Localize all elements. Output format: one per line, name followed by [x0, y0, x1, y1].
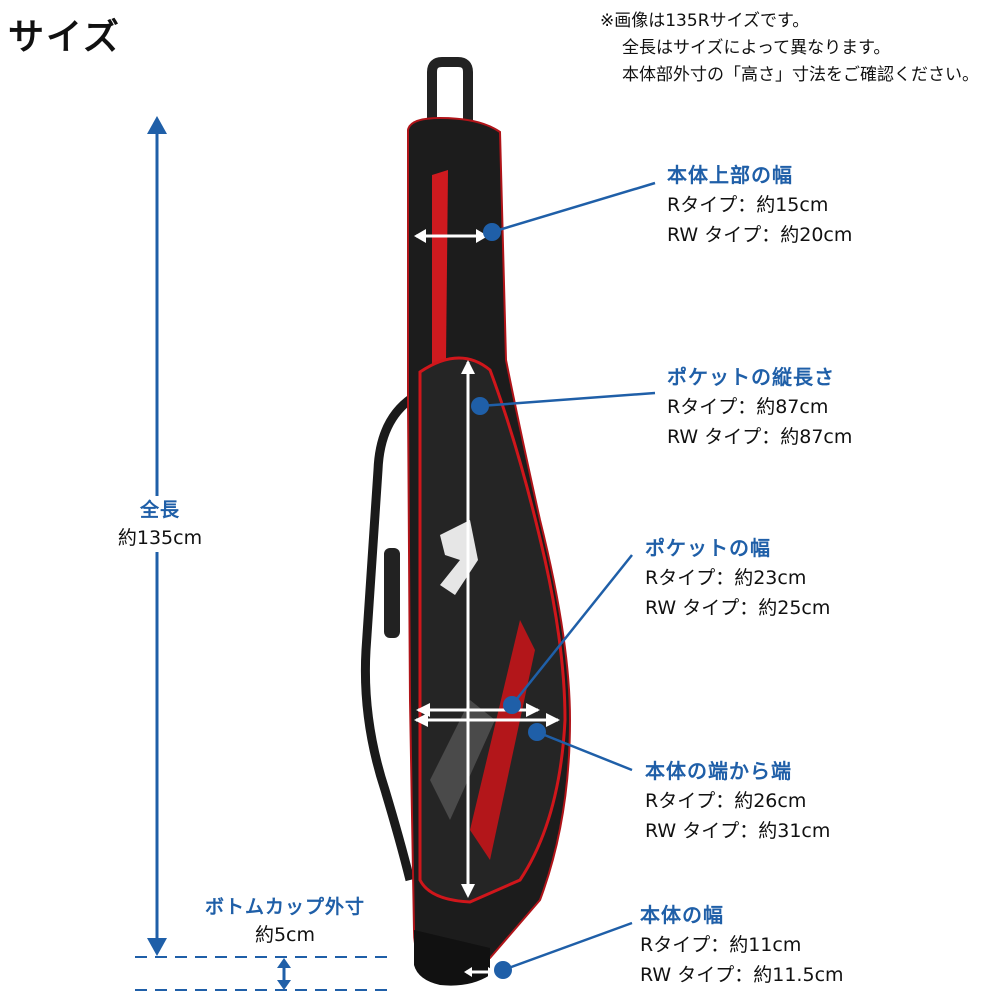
- spec-label: ポケットの縦長さ: [667, 365, 835, 389]
- total-length-title: 全長: [139, 499, 180, 521]
- spec-rw-type: RW タイプ：約31cm: [645, 820, 831, 842]
- shoulder-strap: [360, 394, 415, 882]
- spec-rw-type: RW タイプ：約25cm: [645, 597, 831, 619]
- total-length-value: 約135cm: [117, 527, 203, 549]
- spec-label: 本体上部の幅: [667, 163, 793, 187]
- side-grip: [384, 548, 400, 638]
- spec-rw-type: RW タイプ：約11.5cm: [640, 964, 844, 986]
- spec-label: 本体の端から端: [645, 759, 792, 783]
- spec-top-width: 本体上部の幅 Rタイプ：約15cm RW タイプ：約20cm: [667, 160, 852, 250]
- top-width-arrow: [414, 229, 488, 243]
- bottom-cup-value: 約5cm: [254, 924, 316, 946]
- pocket-pattern: [430, 700, 495, 820]
- spec-r-type: Rタイプ：約87cm: [667, 396, 829, 418]
- page-title: サイズ: [8, 17, 121, 58]
- spec-r-type: Rタイプ：約15cm: [667, 194, 829, 216]
- pocket-length-arrow: [461, 360, 475, 898]
- note-line-1: ※画像は135Rサイズです。: [600, 11, 810, 31]
- spec-body-width: 本体の幅 Rタイプ：約11cm RW タイプ：約11.5cm: [640, 900, 844, 990]
- spec-pocket-length: ポケットの縦長さ Rタイプ：約87cm RW タイプ：約87cm: [667, 362, 852, 452]
- pocket-accent: [470, 620, 535, 860]
- top-handle: [427, 57, 473, 125]
- spec-rw-type: RW タイプ：約87cm: [667, 426, 853, 448]
- red-stripe: [432, 170, 448, 365]
- image-note: ※画像は135Rサイズです。 全長はサイズによって異なります。 本体部外寸の「高…: [600, 8, 979, 89]
- bottom-cup-guides: [135, 956, 392, 991]
- note-line-3: 本体部外寸の「高さ」寸法をご確認ください。: [622, 65, 979, 85]
- spec-pocket-width: ポケットの幅 Rタイプ：約23cm RW タイプ：約25cm: [645, 533, 830, 623]
- spec-r-type: Rタイプ：約26cm: [645, 790, 807, 812]
- spec-edge-to-edge: 本体の端から端 Rタイプ：約26cm RW タイプ：約31cm: [645, 756, 830, 846]
- total-length-label: 全長 約135cm: [105, 496, 215, 552]
- spec-rw-type: RW タイプ：約20cm: [667, 224, 853, 246]
- spec-r-type: Rタイプ：約11cm: [640, 934, 802, 956]
- spec-r-type: Rタイプ：約23cm: [645, 567, 807, 589]
- bottom-cup-label: ボトムカップ外寸 約5cm: [190, 893, 380, 949]
- spec-label: ポケットの幅: [645, 536, 771, 560]
- note-line-2: 全長はサイズによって異なります。: [622, 38, 891, 58]
- body-width-arrow: [464, 967, 496, 977]
- spec-label: 本体の幅: [640, 903, 724, 927]
- leader-lines: [471, 181, 656, 979]
- edge-to-edge-arrow: [414, 713, 560, 727]
- bottom-cup-title: ボトムカップ外寸: [204, 896, 365, 918]
